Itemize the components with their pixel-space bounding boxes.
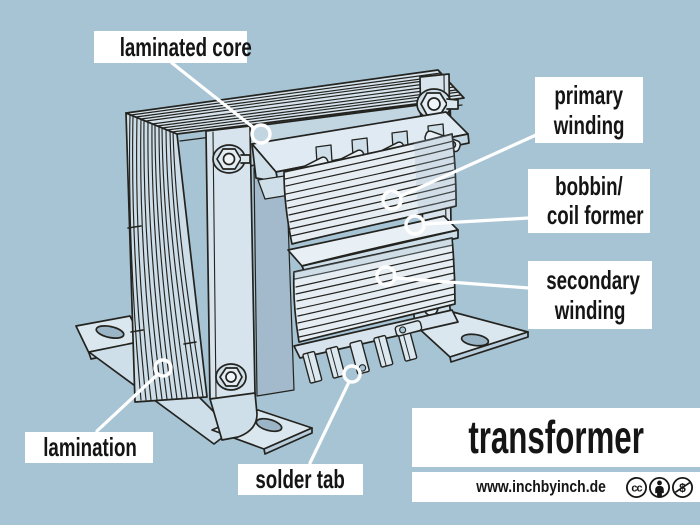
callout-lamination: lamination	[25, 432, 153, 463]
laminated-core-side	[125, 112, 208, 403]
svg-text:cc: cc	[631, 482, 642, 494]
leader-bobbin-coil-former	[404, 214, 531, 236]
callout-label: laminated core	[119, 32, 252, 62]
primary-winding-coil	[283, 133, 457, 245]
callout-label: primary	[554, 80, 624, 110]
callout-marker	[250, 123, 272, 145]
callout-label: secondary	[546, 265, 640, 295]
attribution-icon	[648, 476, 671, 498]
callout-marker	[381, 189, 403, 211]
hex-bolt-top-left	[212, 144, 251, 174]
leader-laminated-core	[170, 61, 272, 145]
cc-icon: cc	[625, 476, 648, 498]
callout-marker	[375, 265, 397, 287]
hex-bolt-top-right	[416, 88, 459, 120]
title-bar: transformer	[412, 408, 700, 467]
hex-bolt-bottom-left	[215, 363, 247, 391]
footer-bar: www.inchbyinch.de cc $	[412, 472, 700, 502]
callout-label: winding	[553, 110, 625, 140]
page-title: transformer	[468, 411, 644, 463]
leader-lamination	[95, 358, 173, 433]
callout-solder-tab: solder tab	[238, 464, 363, 495]
callout-label: bobbin/	[555, 171, 623, 201]
secondary-winding-coil	[292, 237, 456, 343]
callout-marker	[342, 364, 362, 384]
callout-label: winding	[554, 295, 626, 325]
solder-tabs	[293, 309, 459, 384]
nc-icon: $	[671, 476, 694, 498]
leader-secondary-winding	[375, 265, 531, 290]
callout-secondary-winding: secondary winding	[528, 261, 652, 329]
callout-marker	[153, 358, 173, 378]
left-clamp-plate	[205, 125, 258, 441]
callout-label: lamination	[43, 432, 137, 462]
callout-laminated-core: laminated core	[94, 31, 252, 63]
leader-primary-winding	[381, 133, 538, 211]
license-icons: cc $	[625, 476, 694, 499]
callout-label: coil former	[546, 200, 644, 230]
callout-bobbin-coil-former: bobbin/ coil former	[528, 169, 650, 233]
website-url: www.inchbyinch.de	[476, 477, 606, 496]
leader-solder-tab	[308, 364, 362, 465]
callout-marker	[404, 214, 426, 236]
callout-label: solder tab	[255, 464, 346, 494]
callout-primary-winding: primary winding	[535, 77, 643, 143]
